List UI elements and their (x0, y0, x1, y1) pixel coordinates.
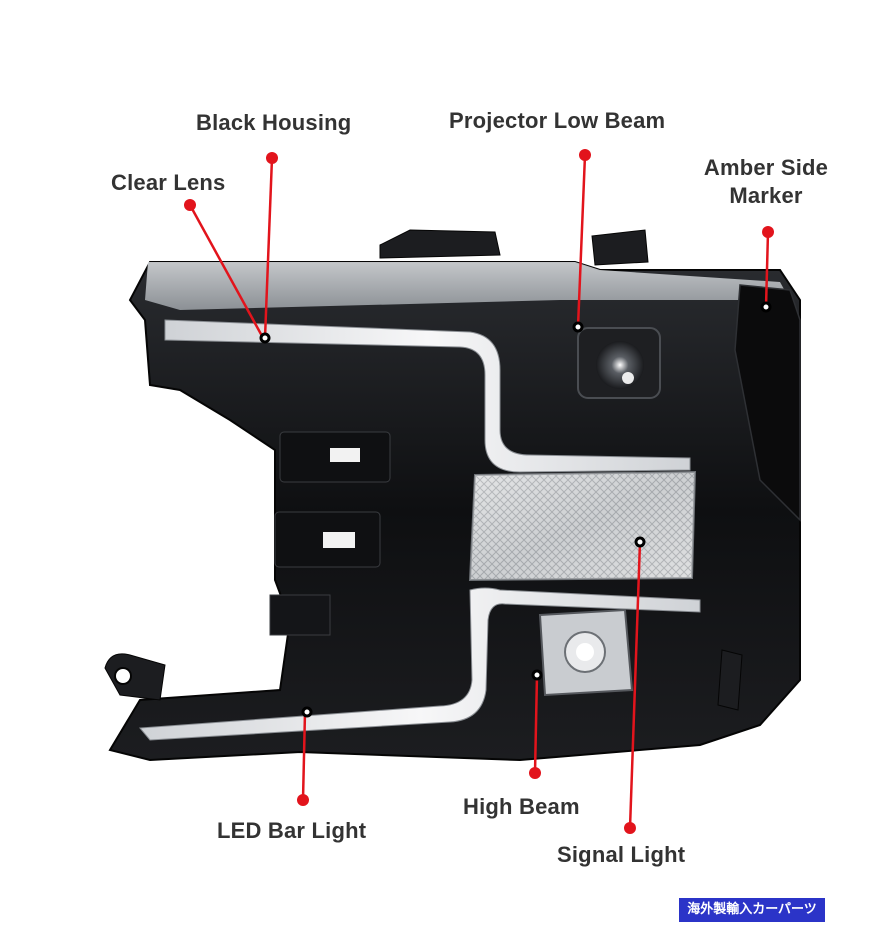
callout-line-clear-lens (188, 204, 264, 337)
label-amber-side-marker: Amber Side Marker (693, 154, 839, 210)
callout-dots (184, 149, 774, 834)
callout-dot-black-housing (266, 152, 278, 164)
label-clear-lens: Clear Lens (111, 170, 226, 195)
callout-dot-amber-side-marker (762, 226, 774, 238)
label-led-bar-light: LED Bar Light (217, 818, 367, 843)
callout-line-high-beam (533, 674, 539, 774)
callout-dot-projector-low-beam (579, 149, 591, 161)
callout-line-black-housing (263, 157, 274, 339)
target-clear-lens (259, 332, 271, 344)
callout-line-projector-low-beam (576, 154, 587, 328)
mounting-tab-top-left (379, 229, 501, 259)
label-projector-low-beam: Projector Low Beam (449, 108, 666, 133)
label-amber-side-marker-line2: Marker (729, 183, 803, 208)
led-bar-upper (164, 319, 691, 473)
callout-line-amber-side-marker (764, 231, 770, 308)
callout-dot-signal-light (624, 822, 636, 834)
clear-lens-top-strip (145, 262, 790, 310)
callout-dot-led-bar-light (297, 794, 309, 806)
callout-line-led-bar-light (301, 711, 307, 801)
signal-light-lens (468, 470, 697, 582)
mounting-brackets-left (269, 431, 391, 636)
label-black-housing: Black Housing (196, 110, 352, 135)
mounting-ear-right (717, 649, 743, 711)
mounting-ear-left (104, 653, 166, 701)
target-amber-side-marker (760, 301, 772, 313)
target-signal-light (634, 536, 646, 548)
watermark-badge: 海外製輸入カーパーツ (679, 898, 825, 922)
label-signal-light: Signal Light (557, 842, 686, 867)
projector-low-beam-icon (577, 327, 661, 399)
label-amber-side-marker-line1: Amber Side (703, 155, 829, 180)
target-high-beam (531, 669, 543, 681)
target-projector-low-beam (572, 321, 584, 333)
callout-line-signal-light (628, 541, 642, 829)
callout-dot-clear-lens (184, 199, 196, 211)
led-bar-lower (138, 587, 701, 741)
callout-dot-high-beam (529, 767, 541, 779)
amber-side-marker-panel (734, 284, 801, 522)
callout-lines (188, 154, 770, 829)
high-beam-module (538, 608, 634, 697)
mounting-tab-top-right (591, 229, 649, 266)
callout-target-markers (259, 301, 772, 718)
target-led-bar-light (301, 706, 313, 718)
label-high-beam: High Beam (463, 794, 580, 819)
